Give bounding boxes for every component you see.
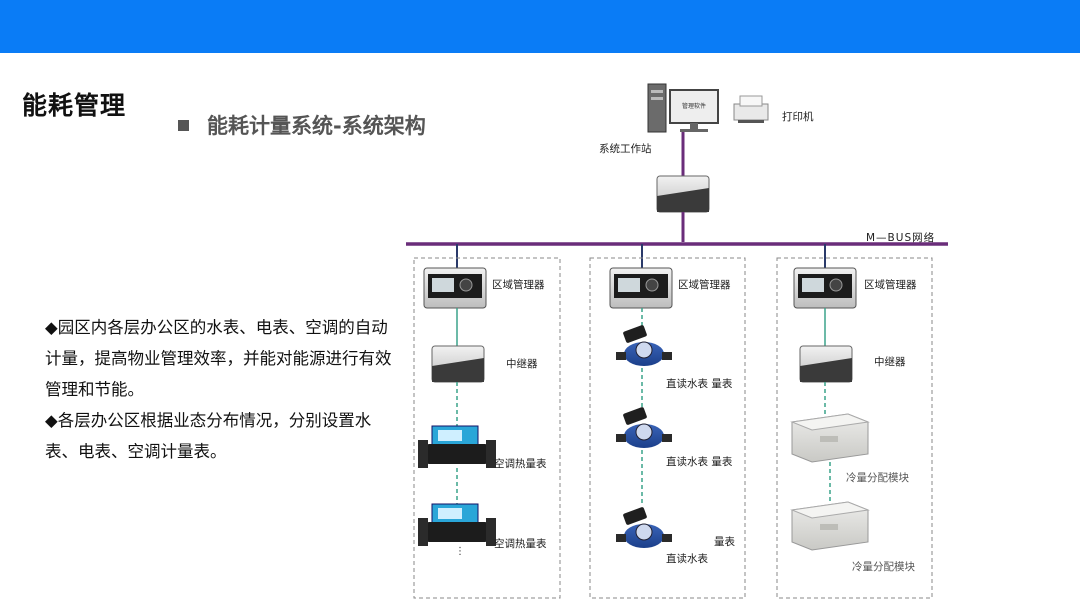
- column2-water-meter-1-label: 直读水表 量表: [666, 378, 733, 390]
- monitor-screen-text: 管理软件: [682, 102, 706, 110]
- computer-tower-icon: [647, 83, 667, 133]
- column3-area-manager-icon: [793, 267, 857, 309]
- column2-water-meter-2-icon: [616, 407, 672, 448]
- column2-box: [589, 257, 746, 599]
- column2-area-manager-label: 区域管理器: [678, 279, 731, 291]
- column2-water-meter-2-label: 直读水表 量表: [666, 456, 733, 468]
- subtitle-text: 能耗计量系统-系统架构: [207, 114, 426, 138]
- monitor-icon: 管理软件: [669, 89, 719, 132]
- column2-water-meter-1-icon: [616, 325, 672, 366]
- column3-cooling-module-1-icon: [790, 413, 870, 463]
- description-paragraph-2: ◆各层办公区根据业态分布情况，分别设置水表、电表、空调计量表。: [45, 411, 372, 461]
- column1-box: [413, 257, 561, 599]
- printer-icon: [733, 95, 769, 123]
- system-architecture-diagram: 管理软件: [400, 70, 1080, 608]
- top-banner: [0, 0, 1080, 53]
- square-bullet-icon: [178, 119, 189, 131]
- column1-area-manager-icon: [423, 267, 487, 309]
- column1-repeater-icon: [431, 345, 485, 383]
- column3-repeater-label: 中继器: [874, 356, 906, 368]
- column3-cooling-module-1-label: 冷量分配模块: [846, 472, 909, 484]
- diagram-graphics: 管理软件: [406, 83, 948, 599]
- column3-cooling-module-2-label: 冷量分配模块: [852, 561, 915, 573]
- workstation-label: 系统工作站: [599, 143, 652, 155]
- column1-area-manager-label: 区域管理器: [492, 279, 545, 291]
- column1-heat-meter-1-label: 空调热量表: [494, 458, 547, 470]
- mbus-network-label: M—BUS网络: [866, 232, 936, 244]
- page-title: 能耗管理: [22, 91, 127, 120]
- column2-water-meter-3-label-a: 量表: [714, 536, 735, 548]
- column2-water-meter-3-icon: [616, 507, 672, 548]
- column3-box: [776, 257, 933, 599]
- section-subtitle: 能耗计量系统-系统架构: [178, 110, 426, 140]
- column3-cooling-module-2-icon: [790, 501, 870, 551]
- svg-text:⋮: ⋮: [455, 546, 465, 557]
- column2-area-manager-icon: [609, 267, 673, 309]
- column1-repeater-label: 中继器: [506, 358, 538, 370]
- printer-label: 打印机: [782, 111, 814, 123]
- column1-heat-meter-1-icon: [418, 425, 496, 468]
- top-repeater-device-icon: [656, 175, 710, 213]
- column3-area-manager-label: 区域管理器: [864, 279, 917, 291]
- description-text: ◆园区内各层办公区的水表、电表、空调的自动计量，提高物业管理效率，并能对能源进行…: [45, 312, 393, 467]
- column2-water-meter-3-label-b: 直读水表: [666, 553, 708, 565]
- column1-heat-meter-2-icon: [418, 503, 496, 546]
- column1-heat-meter-2-label: 空调热量表: [494, 538, 547, 550]
- description-paragraph-1: ◆园区内各层办公区的水表、电表、空调的自动计量，提高物业管理效率，并能对能源进行…: [45, 318, 392, 399]
- column3-repeater-icon: [799, 345, 853, 383]
